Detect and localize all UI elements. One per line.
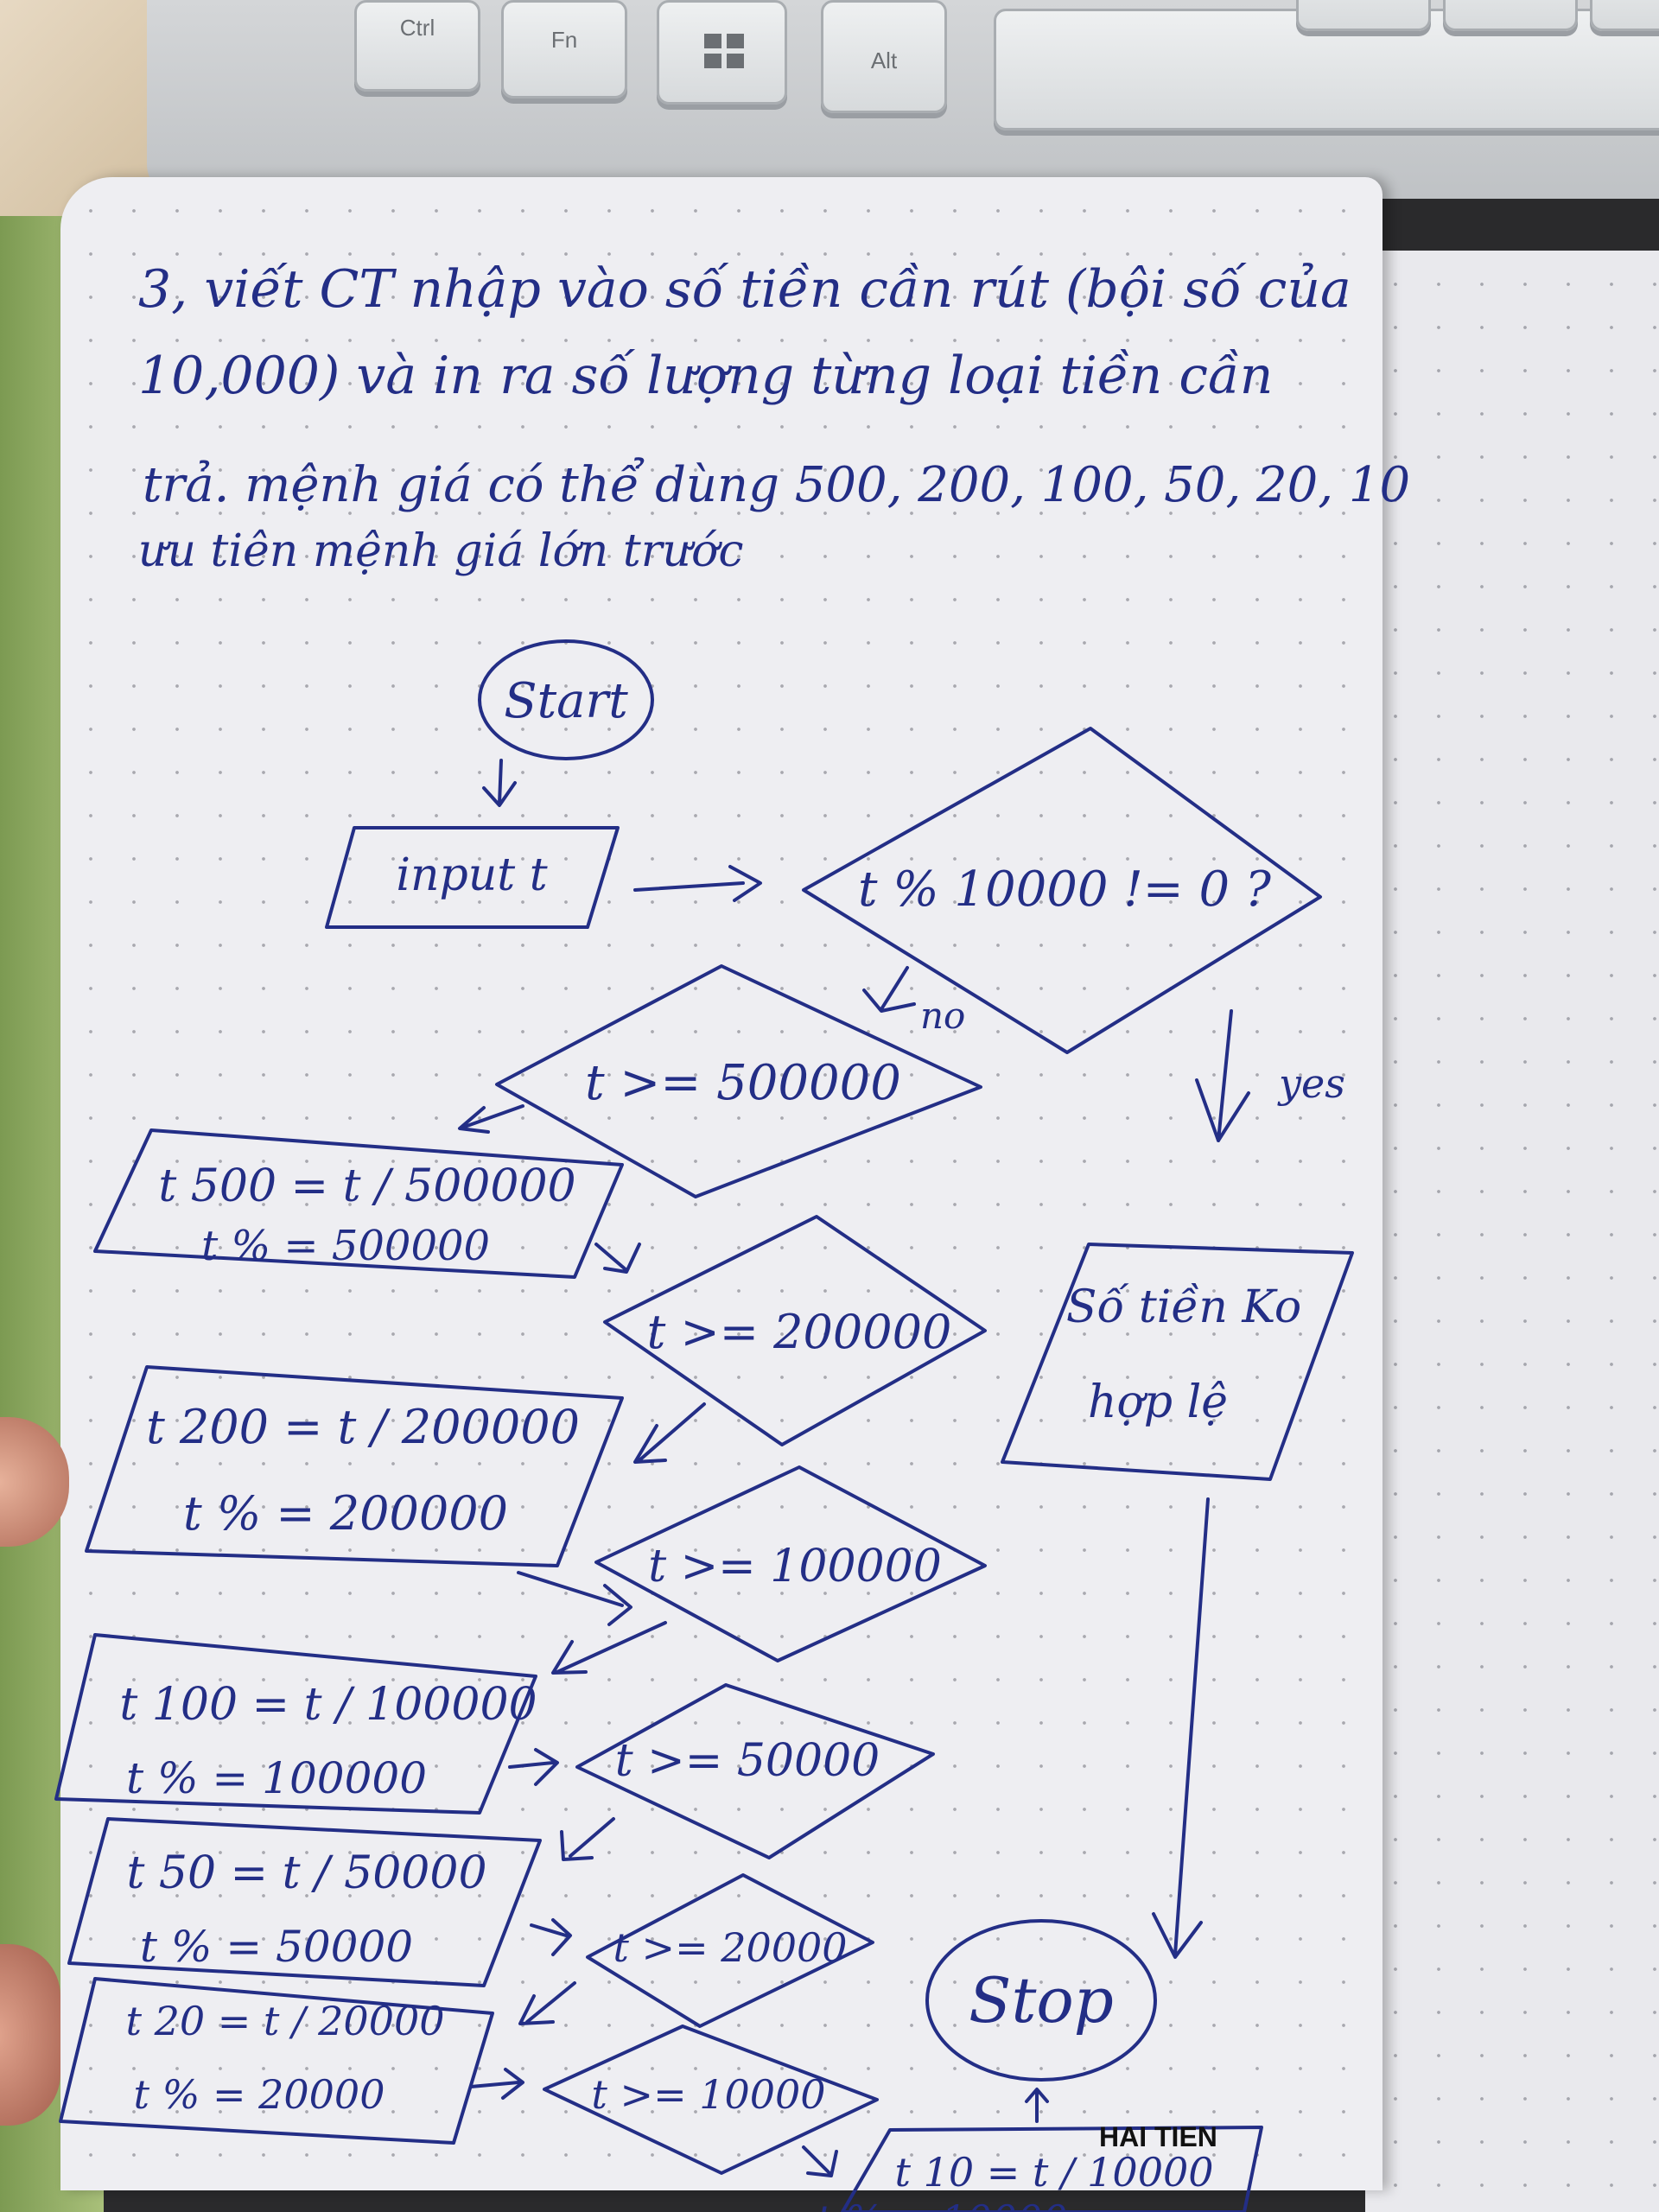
decision-100000-label: t >= 100000	[648, 1541, 942, 1592]
finger	[0, 1944, 60, 2126]
stop-terminal	[925, 1919, 1157, 2082]
problem-line-4: ưu tiên mệnh giá lớn trước	[138, 525, 744, 577]
arrow-500-next	[594, 1243, 641, 1274]
notebook-left-page	[60, 177, 1382, 2190]
decision-100000	[594, 1465, 987, 1662]
arrow-input-check	[633, 865, 762, 902]
start-label: Start	[504, 673, 628, 729]
block-20-line-2: t % = 20000	[134, 2071, 385, 2118]
decision-10000-label: t >= 10000	[591, 2071, 825, 2118]
block-20	[59, 1977, 494, 2145]
arrow-20000-block	[518, 1981, 576, 2025]
arrow-check-no	[862, 966, 916, 1013]
decision-20000	[586, 1873, 874, 2028]
block-500-line-2: t % = 500000	[201, 1222, 490, 1270]
decision-200000	[603, 1215, 987, 1446]
fn-key: Fn	[501, 0, 627, 99]
decision-50000-label: t >= 50000	[615, 1735, 880, 1787]
block-500	[93, 1128, 624, 1279]
arrow-10-stop	[1025, 2088, 1049, 2123]
laptop-keyboard: Ctrl Fn Alt	[147, 0, 1659, 199]
decision-20000-label: t >= 20000	[613, 1924, 847, 1971]
yes-label: yes	[1277, 1060, 1345, 1107]
block-10-line-2: t % = 10000	[817, 2196, 1068, 2212]
problem-line-1: 3, viết CT nhập vào số tiền cần rút (bội…	[138, 259, 1351, 320]
arrow-10000-block	[802, 2145, 838, 2177]
arrow-50-next	[530, 1918, 572, 1956]
invalid-line-2: hợp lệ	[1088, 1376, 1228, 1428]
block-100-line-1: t 100 = t / 100000	[119, 1679, 537, 1731]
problem-line-3: trả. mệnh giá có thể dùng 500, 200, 100,…	[143, 457, 1410, 513]
watermark-text: HAI TIEN	[1099, 2121, 1217, 2152]
arrow-100000-block	[551, 1621, 667, 1675]
stop-label: Stop	[969, 1964, 1114, 2037]
block-10-line-1: t 10 = t / 10000	[895, 2149, 1214, 2196]
block-50-line-2: t % = 50000	[140, 1922, 413, 1972]
block-50-line-1: t 50 = t / 50000	[126, 1847, 486, 1899]
no-label: no	[920, 995, 965, 1037]
block-100-line-2: t % = 100000	[126, 1753, 427, 1803]
arrow-200-next	[517, 1571, 632, 1626]
arrow-200000-block	[633, 1402, 706, 1464]
alt-key: Alt	[821, 0, 947, 113]
check-label: t % 10000 != 0 ?	[858, 861, 1272, 918]
block-20-line-1: t 20 = t / 20000	[126, 1998, 445, 2044]
invalid-line-1: Số tiền Ko	[1066, 1281, 1301, 1333]
input-parallelogram	[325, 826, 620, 929]
decision-10000	[543, 2024, 879, 2175]
top-row-key	[1443, 0, 1578, 31]
arrow-50000-block	[560, 1817, 615, 1861]
arrow-invalid-stop	[1152, 1497, 1210, 1959]
decision-500000-label: t >= 500000	[585, 1055, 901, 1111]
decision-50000	[575, 1683, 935, 1859]
ctrl-key: Ctrl	[354, 0, 480, 92]
block-100	[54, 1633, 537, 1815]
input-label: input t	[396, 849, 547, 901]
top-row-key	[1296, 0, 1431, 31]
arrow-500000-block	[458, 1104, 524, 1134]
arrow-100-next	[508, 1748, 559, 1786]
block-10	[841, 2126, 1263, 2212]
problem-line-2: 10,000) và in ra số lượng từng loại tiền…	[138, 346, 1273, 406]
block-200-line-1: t 200 = t / 200000	[146, 1400, 580, 1454]
decision-500000	[495, 964, 982, 1198]
block-50	[67, 1817, 542, 1987]
windows-logo-icon	[704, 34, 744, 68]
check-decision-diamond	[802, 727, 1322, 1054]
arrow-start-input	[482, 759, 517, 807]
decision-200000-label: t >= 200000	[647, 1305, 952, 1359]
block-200	[85, 1365, 624, 1567]
top-row-key	[1590, 0, 1659, 31]
start-terminal	[478, 639, 654, 760]
windows-key	[657, 0, 787, 105]
arrow-20-next	[469, 2068, 524, 2100]
block-500-line-1: t 500 = t / 500000	[158, 1160, 575, 1212]
arrow-check-yes	[1195, 1009, 1250, 1142]
block-200-line-2: t % = 200000	[183, 1486, 508, 1541]
invalid-output-box	[1001, 1243, 1354, 1481]
notebook-right-page	[1365, 251, 1659, 2212]
